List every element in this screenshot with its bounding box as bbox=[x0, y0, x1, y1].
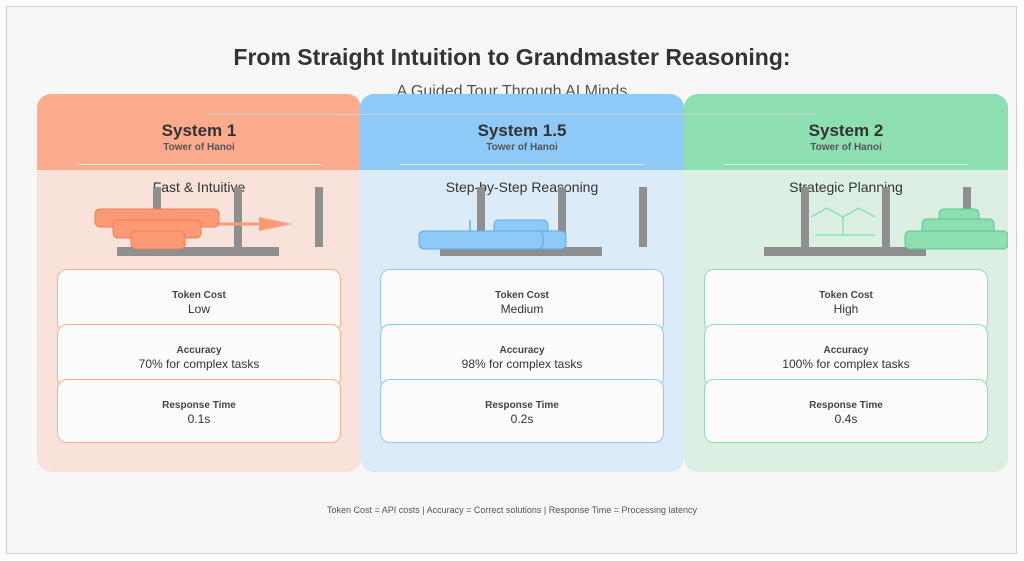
metric-value: 70% for complex tasks bbox=[138, 357, 260, 371]
metric-value: 0.2s bbox=[510, 412, 534, 426]
hanoi-base bbox=[764, 247, 926, 256]
hanoi-disk-large bbox=[418, 230, 544, 250]
system-name: System 2 bbox=[808, 121, 884, 140]
diagram-title: From Straight Intuition to Grandmaster R… bbox=[233, 44, 791, 70]
tower-of-hanoi-illustration bbox=[94, 187, 323, 256]
system-1-header: System 1 Tower of Hanoi bbox=[37, 94, 361, 170]
tower-of-hanoi-illustration bbox=[418, 187, 647, 256]
metric-card-accuracy: Accuracy 100% for complex tasks bbox=[704, 324, 988, 388]
system-description: Strategic Planning bbox=[789, 179, 903, 195]
hanoi-disk-small bbox=[130, 230, 186, 250]
metric-label: Token Cost bbox=[172, 290, 226, 301]
hanoi-peg bbox=[477, 187, 485, 247]
hanoi-base bbox=[440, 247, 602, 256]
system-2-header: System 2 Tower of Hanoi bbox=[684, 94, 1008, 170]
metric-value: Low bbox=[187, 302, 210, 316]
subtitle-underline bbox=[208, 114, 816, 115]
system-1-5-column: System 1.5 Tower of Hanoi Step-by-Step R… bbox=[360, 94, 684, 472]
system-description: Fast & Intuitive bbox=[152, 179, 246, 195]
metric-card-token-cost: Token Cost Medium bbox=[380, 269, 664, 333]
hanoi-peg bbox=[639, 187, 647, 247]
metric-label: Accuracy bbox=[176, 345, 222, 356]
metric-value: 0.1s bbox=[187, 412, 211, 426]
plan-path bbox=[810, 207, 876, 218]
metric-card-accuracy: Accuracy 70% for complex tasks bbox=[57, 324, 341, 388]
hanoi-base bbox=[117, 247, 279, 256]
hanoi-peg bbox=[801, 187, 809, 247]
metric-label: Accuracy bbox=[823, 345, 869, 356]
metric-value: 0.4s bbox=[834, 412, 858, 426]
metric-label: Response Time bbox=[809, 400, 883, 411]
system-task: Tower of Hanoi bbox=[163, 142, 235, 153]
metric-label: Token Cost bbox=[495, 290, 549, 301]
metric-card-response-time: Response Time 0.4s bbox=[704, 379, 988, 443]
metric-label: Response Time bbox=[162, 400, 236, 411]
system-1-5-header: System 1.5 Tower of Hanoi bbox=[360, 94, 684, 170]
metric-card-response-time: Response Time 0.2s bbox=[380, 379, 664, 443]
hanoi-peg bbox=[315, 187, 323, 247]
header-divider bbox=[400, 164, 644, 165]
hanoi-peg bbox=[882, 187, 890, 247]
header-divider bbox=[724, 164, 968, 165]
system-task: Tower of Hanoi bbox=[810, 142, 882, 153]
system-task: Tower of Hanoi bbox=[486, 142, 558, 153]
hanoi-disk-large bbox=[904, 230, 1008, 250]
metric-card-token-cost: Token Cost High bbox=[704, 269, 988, 333]
metric-value: High bbox=[833, 302, 859, 316]
metric-card-token-cost: Token Cost Low bbox=[57, 269, 341, 333]
system-name: System 1.5 bbox=[477, 121, 567, 140]
metric-value: 98% for complex tasks bbox=[461, 357, 583, 371]
metric-label: Accuracy bbox=[499, 345, 545, 356]
tower-of-hanoi-illustration bbox=[764, 187, 1008, 256]
hanoi-peg bbox=[234, 187, 242, 247]
header-divider bbox=[77, 164, 321, 165]
metric-value: 100% for complex tasks bbox=[782, 357, 910, 371]
system-2-column: System 2 Tower of Hanoi Strategic Planni… bbox=[684, 94, 1008, 472]
system-name: System 1 bbox=[161, 121, 237, 140]
metric-value: Medium bbox=[500, 302, 544, 316]
metric-label: Response Time bbox=[485, 400, 559, 411]
system-1-column: System 1 Tower of Hanoi Fast & Intuitive… bbox=[37, 94, 361, 472]
hanoi-peg bbox=[558, 187, 566, 247]
metric-label: Token Cost bbox=[819, 290, 873, 301]
metric-card-accuracy: Accuracy 98% for complex tasks bbox=[380, 324, 664, 388]
move-arrow-head bbox=[259, 217, 292, 231]
legend-footer: Token Cost = API costs | Accuracy = Corr… bbox=[326, 505, 698, 515]
metric-card-response-time: Response Time 0.1s bbox=[57, 379, 341, 443]
